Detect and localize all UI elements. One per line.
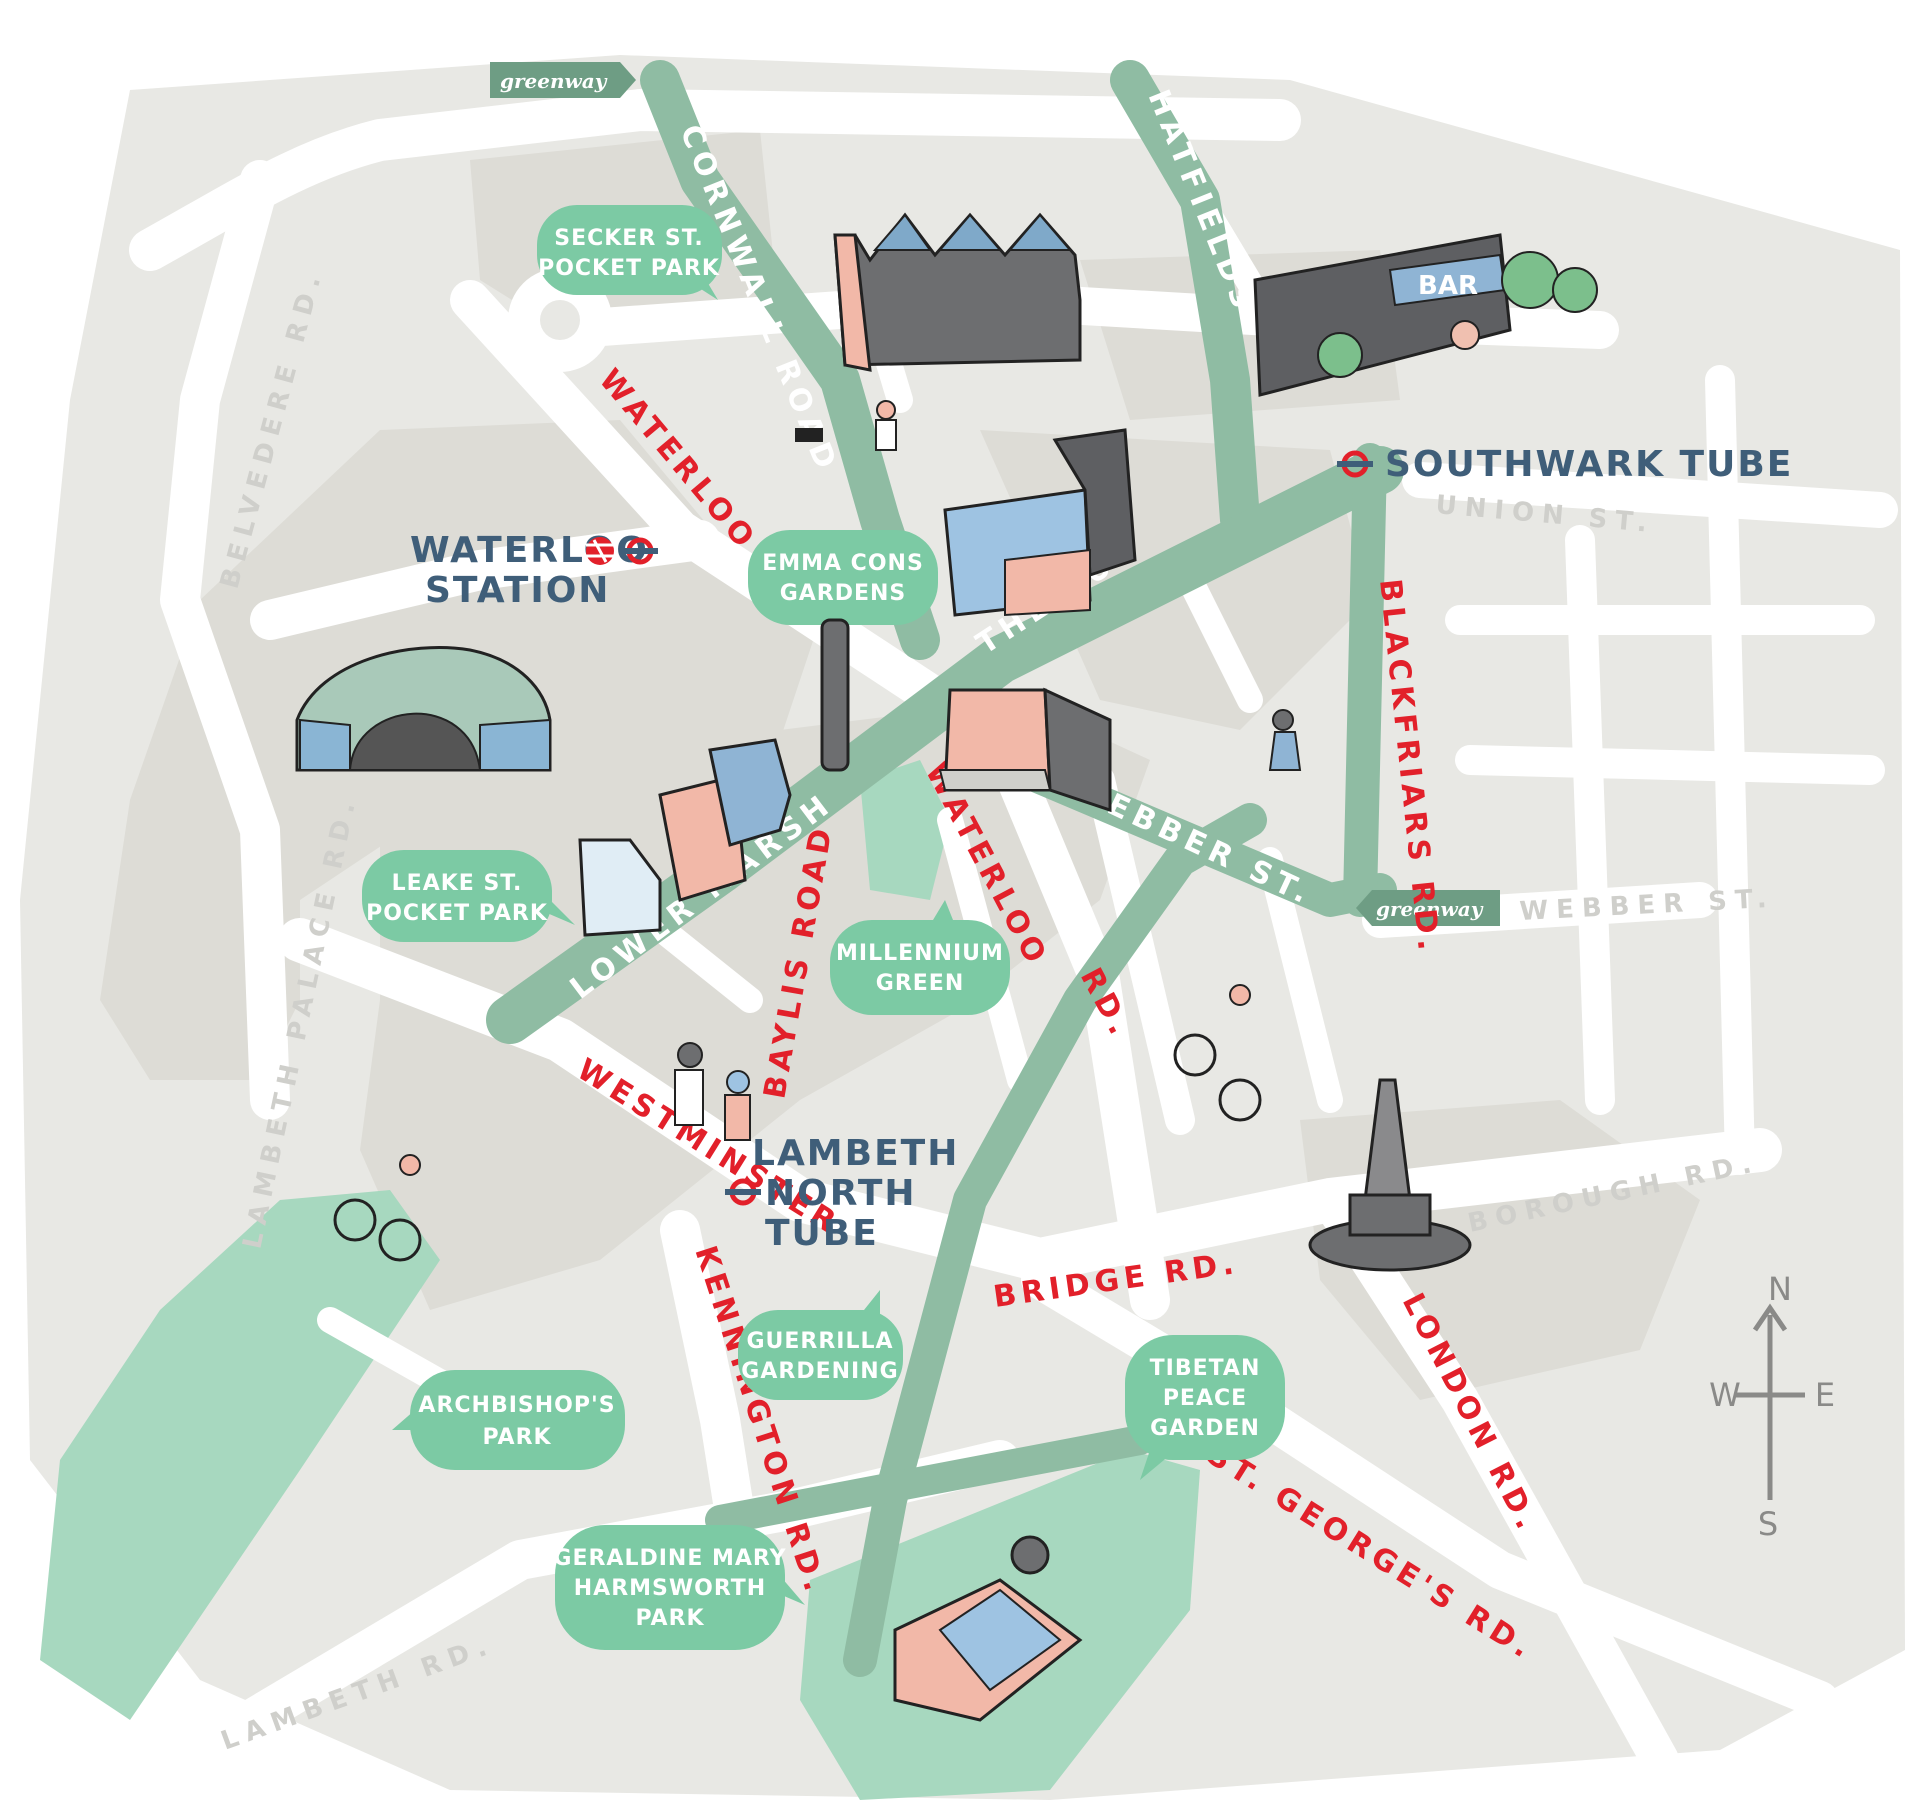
leake-line1: LEAKE ST. (392, 871, 523, 896)
compass-north-label: N (1768, 1270, 1792, 1308)
leake-line2: POCKET PARK (366, 901, 548, 926)
millennium-line2: GREEN (876, 971, 964, 996)
tibetan-line2: PEACE (1163, 1386, 1247, 1411)
park-bubble-secker: SECKER ST. POCKET PARK (537, 205, 722, 300)
cyclist-east-illustration (1173, 984, 1262, 1122)
underground-roundel-icon (1337, 450, 1373, 478)
southwark-station-label: SOUTHWARK TUBE (1385, 444, 1793, 485)
water-fountain-icon (820, 618, 850, 772)
walker-illustration (1268, 709, 1302, 771)
old-vic-theatre-illustration (938, 687, 1112, 813)
dog-walker-illustration (795, 400, 897, 451)
obelisk-monument-illustration (1308, 1078, 1472, 1272)
park-bubble-archbishop: ARCHBISHOP'S PARK (392, 1370, 625, 1470)
compass-east-label: E (1815, 1376, 1835, 1414)
park-bubble-guerrilla: GUERRILLA GARDENING (738, 1290, 903, 1400)
lambeth-north-station: LAMBETH NORTH TUBE (725, 1133, 959, 1254)
waterloo-station: WATERLOO STATION (410, 530, 658, 611)
compass-rose: N S E W (1709, 1270, 1835, 1543)
tibetan-line1: TIBETAN (1150, 1356, 1261, 1381)
compass-south-label: S (1758, 1505, 1778, 1543)
secker-line2: POCKET PARK (538, 256, 720, 281)
leake-tunnel-illustration (295, 646, 552, 772)
archbishop-line2: PARK (482, 1425, 551, 1450)
underground-roundel-icon (725, 1178, 761, 1206)
bar-sign: BAR (1418, 271, 1478, 301)
emma-cons-line1: EMMA CONS (762, 551, 924, 576)
archbishop-line1: ARCHBISHOP'S (418, 1393, 615, 1418)
millennium-green-area (860, 760, 950, 900)
market-stalls-illustration (578, 738, 792, 937)
park-bubble-emma-cons: EMMA CONS GARDENS (748, 530, 938, 625)
secker-line1: SECKER ST. (554, 226, 704, 251)
young-vic-building-illustration (943, 428, 1137, 617)
geraldine-line2: HARMSWORTH (574, 1576, 766, 1601)
compass-west-label: W (1709, 1376, 1741, 1414)
bar-terrace-illustration: BAR (1253, 233, 1598, 397)
greenway-tag-north: greenway (490, 62, 636, 98)
imperial-war-museum-illustration (893, 1535, 1083, 1722)
guerrilla-line1: GUERRILLA (746, 1329, 893, 1354)
geraldine-line3: PARK (635, 1606, 704, 1631)
greenway-tag-north-label: greenway (500, 69, 608, 93)
greenway-tag-east-label: greenway (1376, 897, 1484, 921)
national-rail-icon (586, 537, 614, 565)
emma-cons-line2: GARDENS (780, 581, 907, 606)
row-houses-illustration (833, 212, 1082, 372)
greenway-tag-east: greenway (1356, 890, 1500, 926)
tibetan-line3: GARDEN (1150, 1416, 1260, 1441)
lambeth-north-line2: NORTH (765, 1173, 917, 1214)
people-chatting-illustration (674, 1042, 751, 1141)
waterloo-station-line2: STATION (425, 570, 610, 611)
park-bubble-tibetan: TIBETAN PEACE GARDEN (1125, 1335, 1285, 1480)
park-bubble-leake: LEAKE ST. POCKET PARK (362, 850, 575, 942)
lambeth-north-line3: TUBE (765, 1213, 879, 1254)
lambeth-north-line1: LAMBETH (752, 1133, 959, 1174)
millennium-line1: MILLENNIUM (836, 941, 1004, 966)
park-bubble-geraldine: GERALDINE MARY HARMSWORTH PARK (553, 1525, 805, 1650)
cyclist-west-illustration (333, 1154, 422, 1262)
southwark-station: SOUTHWARK TUBE (1337, 444, 1793, 485)
park-bubble-millennium: MILLENNIUM GREEN (830, 900, 1010, 1015)
geraldine-line1: GERALDINE MARY (553, 1546, 786, 1571)
underground-roundel-icon (622, 537, 658, 565)
guerrilla-line2: GARDENING (741, 1359, 898, 1384)
